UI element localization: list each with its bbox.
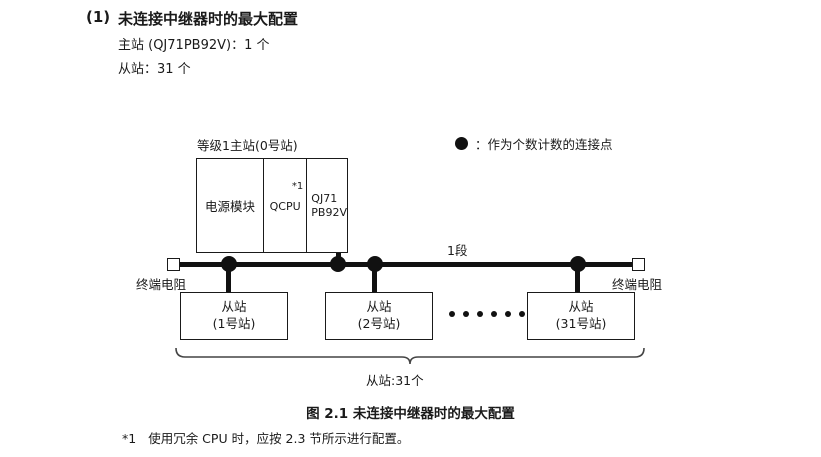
ellipsis-dot-icon: [449, 311, 455, 317]
master-station-caption: 等级1主站(0号站): [197, 138, 298, 153]
cpu-module-label: QCPU: [269, 200, 301, 213]
terminator-left-label: 终端电阻: [136, 277, 187, 292]
connection-point-dot-icon: [367, 256, 383, 272]
slave-station-number: (2号站): [357, 316, 401, 331]
slave-group-brace: [175, 347, 645, 365]
cpu-module: *1 QCPU: [264, 159, 308, 252]
terminator-left-icon: [167, 258, 180, 271]
slave-ellipsis: [449, 311, 525, 317]
connection-point-dot-icon: [221, 256, 237, 272]
slave-station-number: (31号站): [555, 316, 607, 331]
cpu-footnote-marker: *1: [291, 181, 304, 192]
connection-point-dot-icon: [455, 137, 468, 150]
connection-point-dot-icon: [570, 256, 586, 272]
slave-station-box: 从站 (31号站): [527, 292, 635, 340]
terminator-right-icon: [632, 258, 645, 271]
terminator-right-label: 终端电阻: [612, 277, 663, 292]
master-station-rack: 电源模块 *1 QCPU QJ71 PB92V: [196, 158, 348, 253]
slave-station-name: 从站: [221, 299, 247, 315]
segment-label: 1段: [447, 243, 468, 258]
network-bus-line: [174, 262, 640, 267]
slave-group-label: 从站:31个: [366, 373, 424, 388]
ellipsis-dot-icon: [519, 311, 525, 317]
spec-master-count: 主站 (QJ71PB92V)：1 个: [118, 38, 270, 53]
ellipsis-dot-icon: [463, 311, 469, 317]
footnote: *1 使用冗余 CPU 时，应按 2.3 节所示进行配置。: [122, 428, 409, 447]
spec-slave-count: 从站：31 个: [118, 62, 191, 77]
legend-label: ：作为个数计数的连接点: [475, 137, 613, 152]
ellipsis-dot-icon: [505, 311, 511, 317]
network-module-label: QJ71 PB92V: [311, 192, 347, 219]
connection-point-dot-icon: [330, 256, 346, 272]
network-module-label-line1: QJ71: [311, 192, 338, 206]
ellipsis-dot-icon: [477, 311, 483, 317]
heading-title: 未连接中继器时的最大配置: [118, 10, 299, 28]
slave-station-box: 从站 (2号站): [325, 292, 433, 340]
heading-number: (1): [86, 8, 111, 26]
footnote-text: 使用冗余 CPU 时，应按 2.3 节所示进行配置。: [148, 431, 410, 446]
figure-caption: 图 2.1 未连接中继器时的最大配置: [306, 406, 515, 422]
slave-drop-line: [575, 266, 580, 294]
slave-station-number: (1号站): [212, 316, 256, 331]
network-module: QJ71 PB92V: [307, 159, 347, 252]
power-supply-module-label: 电源模块: [204, 199, 255, 214]
slave-station-name: 从站: [366, 299, 392, 315]
legend: ：作为个数计数的连接点: [455, 134, 613, 153]
footnote-marker: *1: [122, 431, 137, 446]
slave-drop-line: [372, 266, 377, 294]
power-supply-module: 电源模块: [197, 159, 264, 252]
ellipsis-dot-icon: [491, 311, 497, 317]
slave-drop-line: [226, 266, 231, 294]
slave-station-name: 从站: [568, 299, 594, 315]
network-module-label-line2: PB92V: [311, 205, 347, 219]
slave-station-box: 从站 (1号站): [180, 292, 288, 340]
